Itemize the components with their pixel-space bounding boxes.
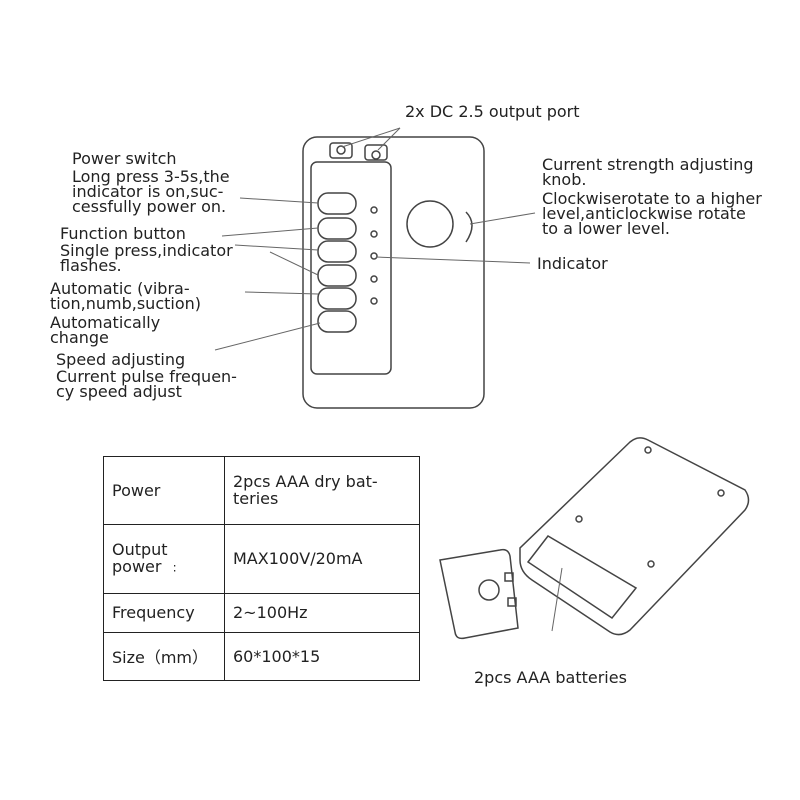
table-row: Size（mm） 60*100*15 bbox=[103, 631, 420, 682]
spec-value: 2pcs AAA dry bat- teries bbox=[224, 456, 420, 525]
indicator-light bbox=[370, 252, 378, 260]
indicator-label: Indicator bbox=[537, 254, 608, 273]
automatic-label: Automatic (vibra- tion,numb,suction) bbox=[50, 279, 202, 313]
spec-key: Frequency bbox=[103, 593, 225, 633]
automatic-button bbox=[317, 264, 357, 287]
function-button-label: Function button bbox=[60, 224, 186, 243]
spec-value: 60*100*15 bbox=[224, 631, 420, 682]
indicator-light bbox=[370, 297, 378, 305]
spec-table: Power 2pcs AAA dry bat- teries Output po… bbox=[103, 456, 420, 682]
table-row: Output power : MAX100V/20mA bbox=[103, 523, 420, 595]
knob-edge bbox=[465, 211, 473, 243]
indicator-light bbox=[370, 206, 378, 214]
automatic-change-label: Automatically change bbox=[50, 313, 161, 347]
output-port-right bbox=[364, 144, 388, 161]
button-3 bbox=[317, 240, 357, 263]
indicator-light bbox=[370, 275, 378, 283]
function-button bbox=[317, 217, 357, 240]
battery-cover bbox=[439, 548, 519, 640]
device-panel bbox=[310, 161, 392, 375]
spec-key: Size（mm） bbox=[103, 631, 225, 682]
spec-value: MAX100V/20mA bbox=[224, 523, 420, 595]
back-device-body bbox=[519, 437, 750, 636]
table-row: Frequency 2~100Hz bbox=[103, 593, 420, 633]
spec-key: Output power : bbox=[103, 523, 225, 595]
speed-adjust-button bbox=[317, 310, 357, 333]
speed-adjusting-label: Speed adjusting bbox=[56, 350, 186, 369]
output-port-label: 2x DC 2.5 output port bbox=[405, 102, 580, 121]
indicator-light bbox=[370, 230, 378, 238]
knob-label: Current strength adjusting knob. bbox=[542, 155, 754, 189]
batteries-label: 2pcs AAA batteries bbox=[474, 668, 627, 687]
strength-knob bbox=[406, 200, 454, 248]
knob-description: Clockwiserotate to a higher level,anticl… bbox=[542, 189, 762, 238]
speed-adjusting-description: Current pulse frequen- cy speed adjust bbox=[56, 367, 237, 401]
cover-grip bbox=[478, 579, 500, 601]
output-port-left bbox=[329, 142, 353, 159]
battery-compartment bbox=[526, 535, 638, 620]
device-body bbox=[302, 136, 485, 409]
spec-value: 2~100Hz bbox=[224, 593, 420, 633]
spec-key: Power bbox=[103, 456, 225, 525]
power-switch-label: Power switch bbox=[72, 149, 177, 168]
power-switch-button bbox=[317, 192, 357, 215]
function-button-description: Single press,indicator flashes. bbox=[60, 241, 233, 275]
button-5 bbox=[317, 287, 357, 310]
power-switch-description: Long press 3-5s,the indicator is on,suc-… bbox=[72, 167, 230, 216]
table-row: Power 2pcs AAA dry bat- teries bbox=[103, 456, 420, 525]
